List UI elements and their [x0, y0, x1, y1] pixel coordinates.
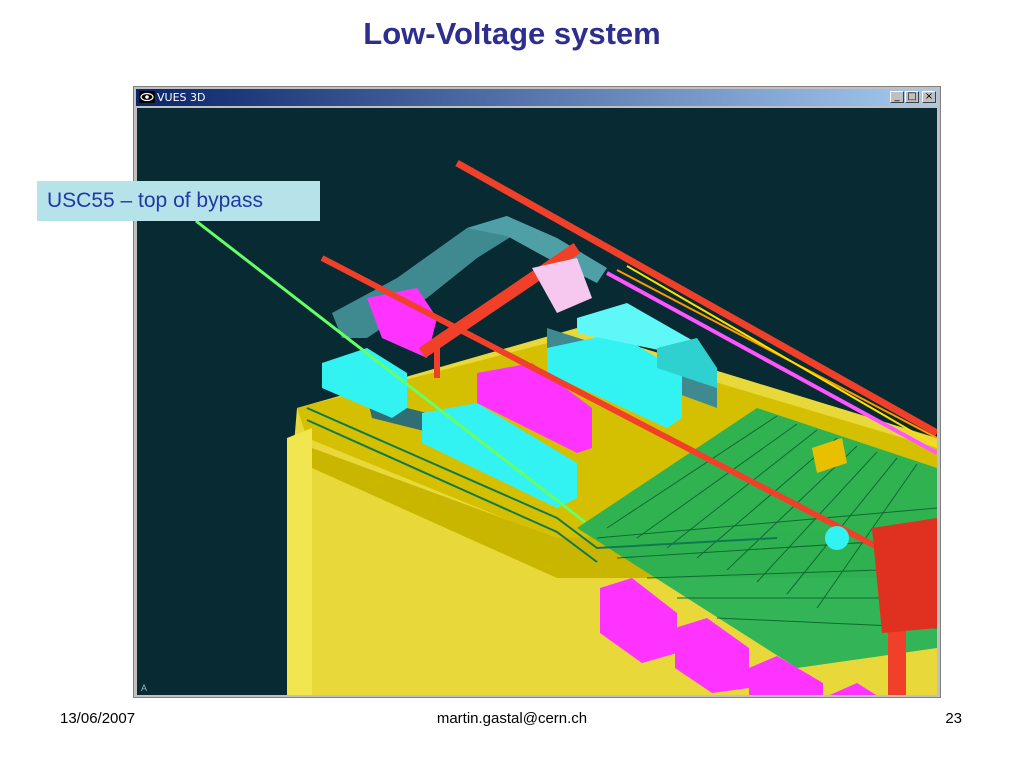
window-title: VUES 3D: [157, 91, 206, 104]
grating-platform: [577, 408, 937, 668]
cable-trays-pink: [606, 265, 937, 455]
corner-label: A: [141, 683, 148, 693]
footer-date: 13/06/2007: [60, 710, 136, 727]
floor-slab-edge: [287, 428, 312, 695]
close-button[interactable]: ×: [922, 91, 936, 103]
maximize-button[interactable]: □: [905, 91, 919, 103]
eye-icon: [139, 91, 155, 103]
vues-3d-window: VUES 3D _ □ ×: [133, 86, 941, 698]
footer-author: martin.gastal@cern.ch: [436, 710, 588, 727]
callout-label: USC55 – top of bypass: [37, 181, 320, 221]
minimize-button[interactable]: _: [890, 91, 904, 103]
window-titlebar[interactable]: VUES 3D _ □ ×: [136, 89, 938, 106]
footer-page-number: 23: [945, 710, 962, 727]
cabinets-magenta-front: [600, 578, 897, 695]
slide-title: Low-Voltage system: [363, 16, 661, 51]
